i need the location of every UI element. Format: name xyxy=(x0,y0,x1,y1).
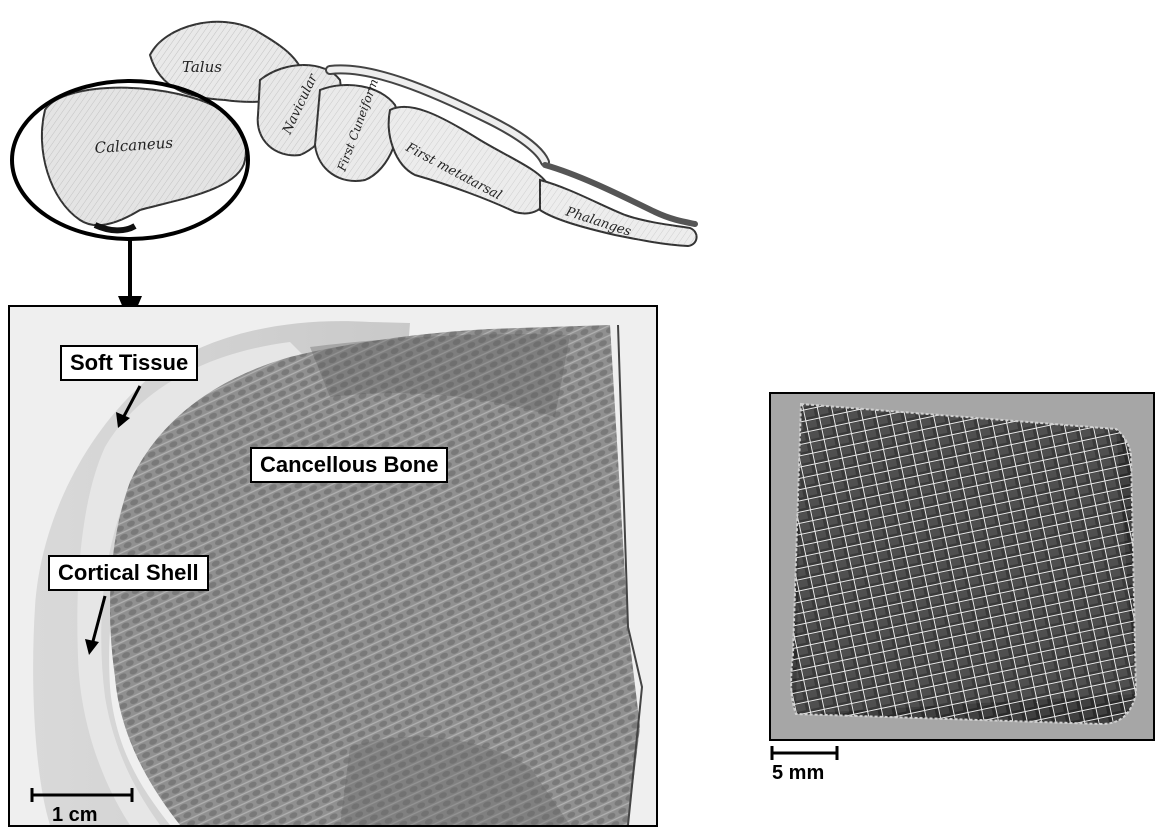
callout-cancellous-bone: Cancellous Bone xyxy=(250,447,448,483)
scale-bar-1cm xyxy=(28,786,138,804)
microct-frame xyxy=(769,392,1155,741)
scale-bar-5mm xyxy=(769,745,841,763)
callout-soft-tissue: Soft Tissue xyxy=(60,345,198,381)
label-talus: Talus xyxy=(182,58,222,76)
callout-cortical-shell: Cortical Shell xyxy=(48,555,209,591)
scale-label-1cm: 1 cm xyxy=(52,804,98,827)
scale-label-5mm: 5 mm xyxy=(772,762,824,785)
microct-image xyxy=(771,394,1153,739)
foot-skeleton-illustration: Talus Calcaneus Navicular First Cuneifor… xyxy=(0,0,720,300)
